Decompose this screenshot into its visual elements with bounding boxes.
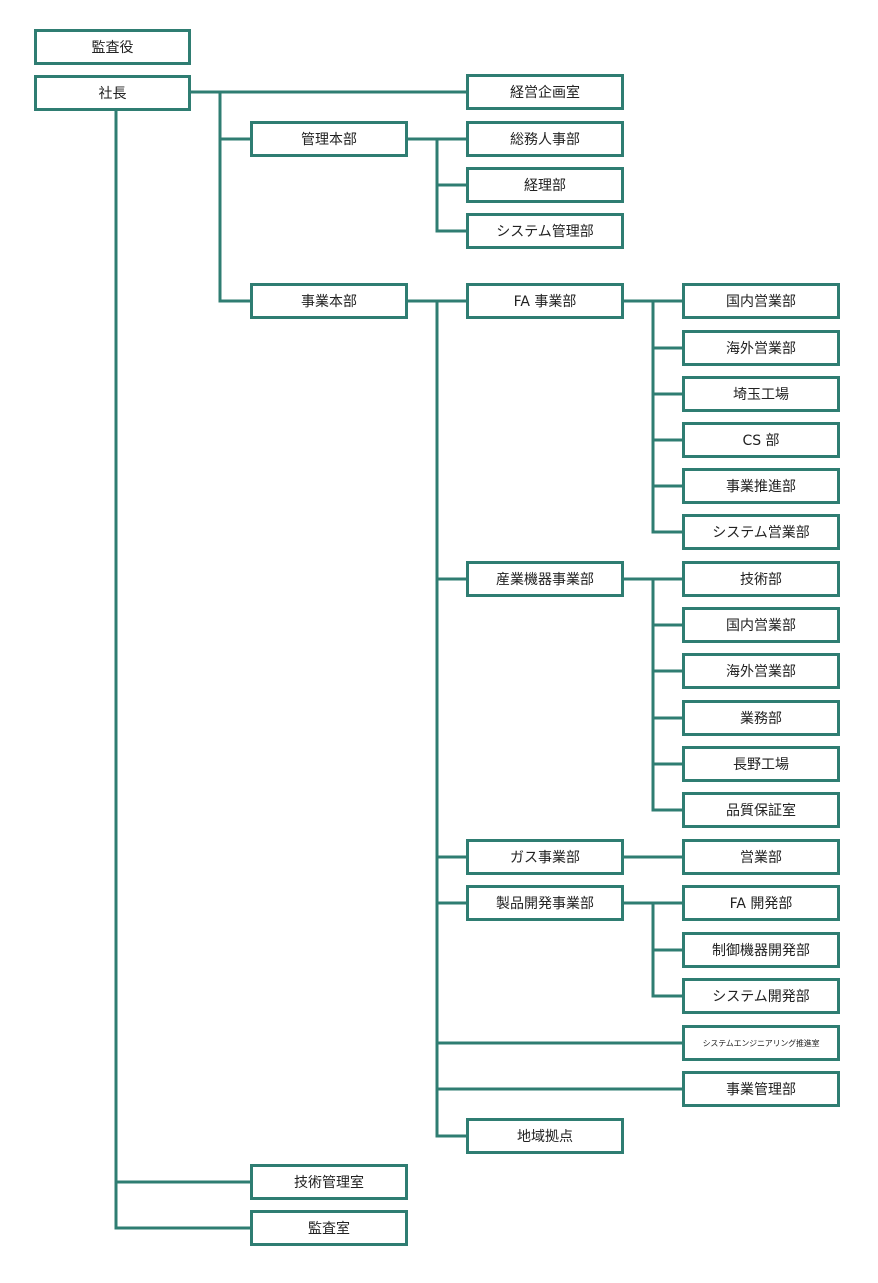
product-dev-division-label: 製品開発事業部 [496,896,594,912]
industrial-child-label: 品質保証室 [726,803,796,819]
president-box: 社長 [34,75,191,111]
admin-child-box: 総務人事部 [466,121,624,157]
admin-child-box: システム管理部 [466,213,624,249]
business-hq-label: 事業本部 [301,294,357,310]
product-dev-child-box: 制御機器開発部 [682,932,840,968]
product-dev-child-box: システム開発部 [682,978,840,1014]
tech-management-box: 技術管理室 [250,1164,408,1200]
system-engineering-label: システムエンジニアリング推進室 [702,1038,820,1048]
fa-child-box: システム営業部 [682,514,840,550]
fa-child-box: 国内営業部 [682,283,840,319]
product-dev-child-box: FA 開発部 [682,885,840,921]
industrial-child-box: 技術部 [682,561,840,597]
industrial-child-box: 長野工場 [682,746,840,782]
product-dev-child-label: システム開発部 [712,989,810,1005]
industrial-child-label: 長野工場 [733,757,789,773]
admin-child-box: 経理部 [466,167,624,203]
corporate-planning-label: 経営企画室 [510,85,580,101]
product-dev-child-label: FA 開発部 [729,896,793,912]
fa-child-box: 埼玉工場 [682,376,840,412]
industrial-child-box: 品質保証室 [682,792,840,828]
system-engineering-box: システムエンジニアリング推進室 [682,1025,840,1061]
industrial-child-label: 国内営業部 [726,618,796,634]
admin-child-label: 経理部 [524,178,566,194]
business-hq-box: 事業本部 [250,283,408,319]
admin-child-label: システム管理部 [496,224,594,240]
industrial-child-label: 技術部 [740,572,782,588]
fa-division-box: FA 事業部 [466,283,624,319]
industrial-child-box: 業務部 [682,700,840,736]
regional-bases-box: 地域拠点 [466,1118,624,1154]
industrial-child-label: 業務部 [740,711,782,727]
auditor-label: 監査役 [91,40,134,56]
business-management-label: 事業管理部 [726,1082,796,1098]
product-dev-child-label: 制御機器開発部 [712,943,810,959]
admin-child-label: 総務人事部 [510,132,580,148]
fa-child-label: システム営業部 [712,525,810,541]
fa-child-label: 事業推進部 [726,479,796,495]
fa-child-box: 海外営業部 [682,330,840,366]
business-management-box: 事業管理部 [682,1071,840,1107]
corporate-planning-box: 経営企画室 [466,74,624,110]
gas-child-label: 営業部 [740,850,782,866]
fa-child-label: 国内営業部 [726,294,796,310]
industrial-child-box: 国内営業部 [682,607,840,643]
tech-management-label: 技術管理室 [294,1175,364,1191]
industrial-child-box: 海外営業部 [682,653,840,689]
president-label: 社長 [98,86,127,102]
gas-division-box: ガス事業部 [466,839,624,875]
fa-child-label: CS 部 [742,433,780,449]
fa-child-box: CS 部 [682,422,840,458]
industrial-division-label: 産業機器事業部 [496,572,594,588]
admin-hq-label: 管理本部 [301,132,357,148]
audit-office-label: 監査室 [308,1221,350,1237]
gas-division-label: ガス事業部 [510,850,580,866]
fa-child-label: 海外営業部 [726,341,796,357]
fa-child-box: 事業推進部 [682,468,840,504]
auditor-box: 監査役 [34,29,191,65]
fa-child-label: 埼玉工場 [733,387,789,403]
regional-bases-label: 地域拠点 [517,1129,573,1145]
admin-hq-box: 管理本部 [250,121,408,157]
audit-office-box: 監査室 [250,1210,408,1246]
product-dev-division-box: 製品開発事業部 [466,885,624,921]
industrial-child-label: 海外営業部 [726,664,796,680]
fa-division-label: FA 事業部 [513,294,577,310]
gas-child-box: 営業部 [682,839,840,875]
industrial-division-box: 産業機器事業部 [466,561,624,597]
